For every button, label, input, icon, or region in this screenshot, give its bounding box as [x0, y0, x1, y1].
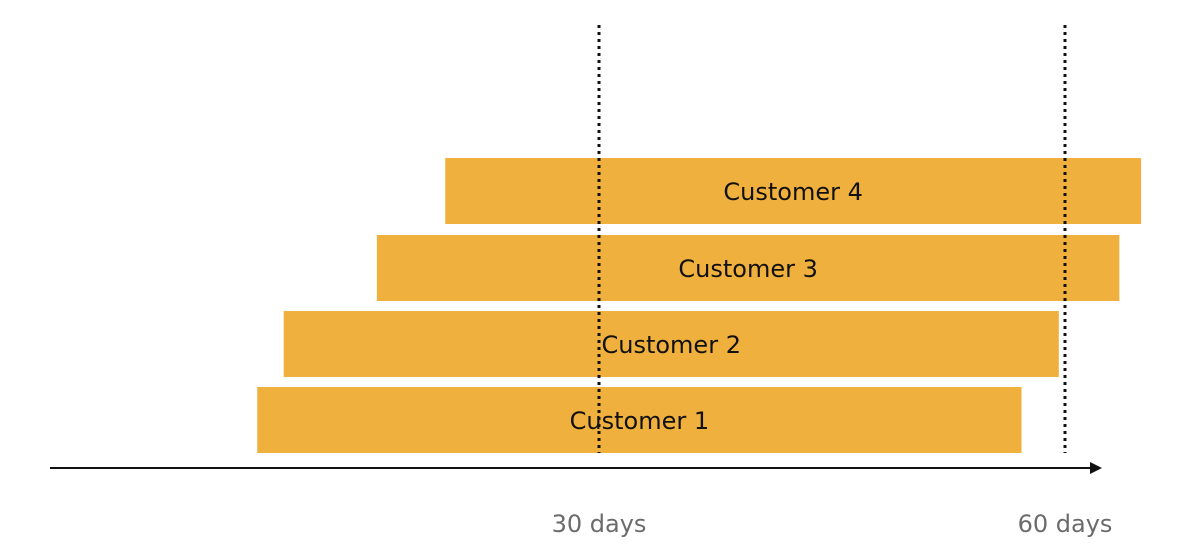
bar-rect — [376, 235, 1120, 301]
tick-label-60-days: 60 days — [1018, 510, 1113, 538]
markers-layer — [597, 25, 1067, 453]
bar-label: Customer 2 — [601, 331, 740, 359]
bars-layer: Customer 4 Customer 3 Customer 2 Customer 1 — [257, 158, 1142, 453]
bar-rect — [257, 387, 1022, 453]
bar-label: Customer 1 — [570, 407, 709, 435]
bar-customer-3: Customer 3 — [376, 235, 1120, 301]
tick-label-30-days: 30 days — [552, 510, 647, 538]
bar-label: Customer 4 — [723, 178, 862, 206]
bar-label: Customer 3 — [678, 255, 817, 283]
bar-rect — [283, 311, 1059, 377]
bar-customer-4: Customer 4 — [445, 158, 1142, 224]
tick-labels-layer: 30 days 60 days — [552, 510, 1113, 538]
bar-customer-2: Customer 2 — [283, 311, 1059, 377]
bar-customer-1: Customer 1 — [257, 387, 1022, 453]
bar-rect — [445, 158, 1142, 224]
